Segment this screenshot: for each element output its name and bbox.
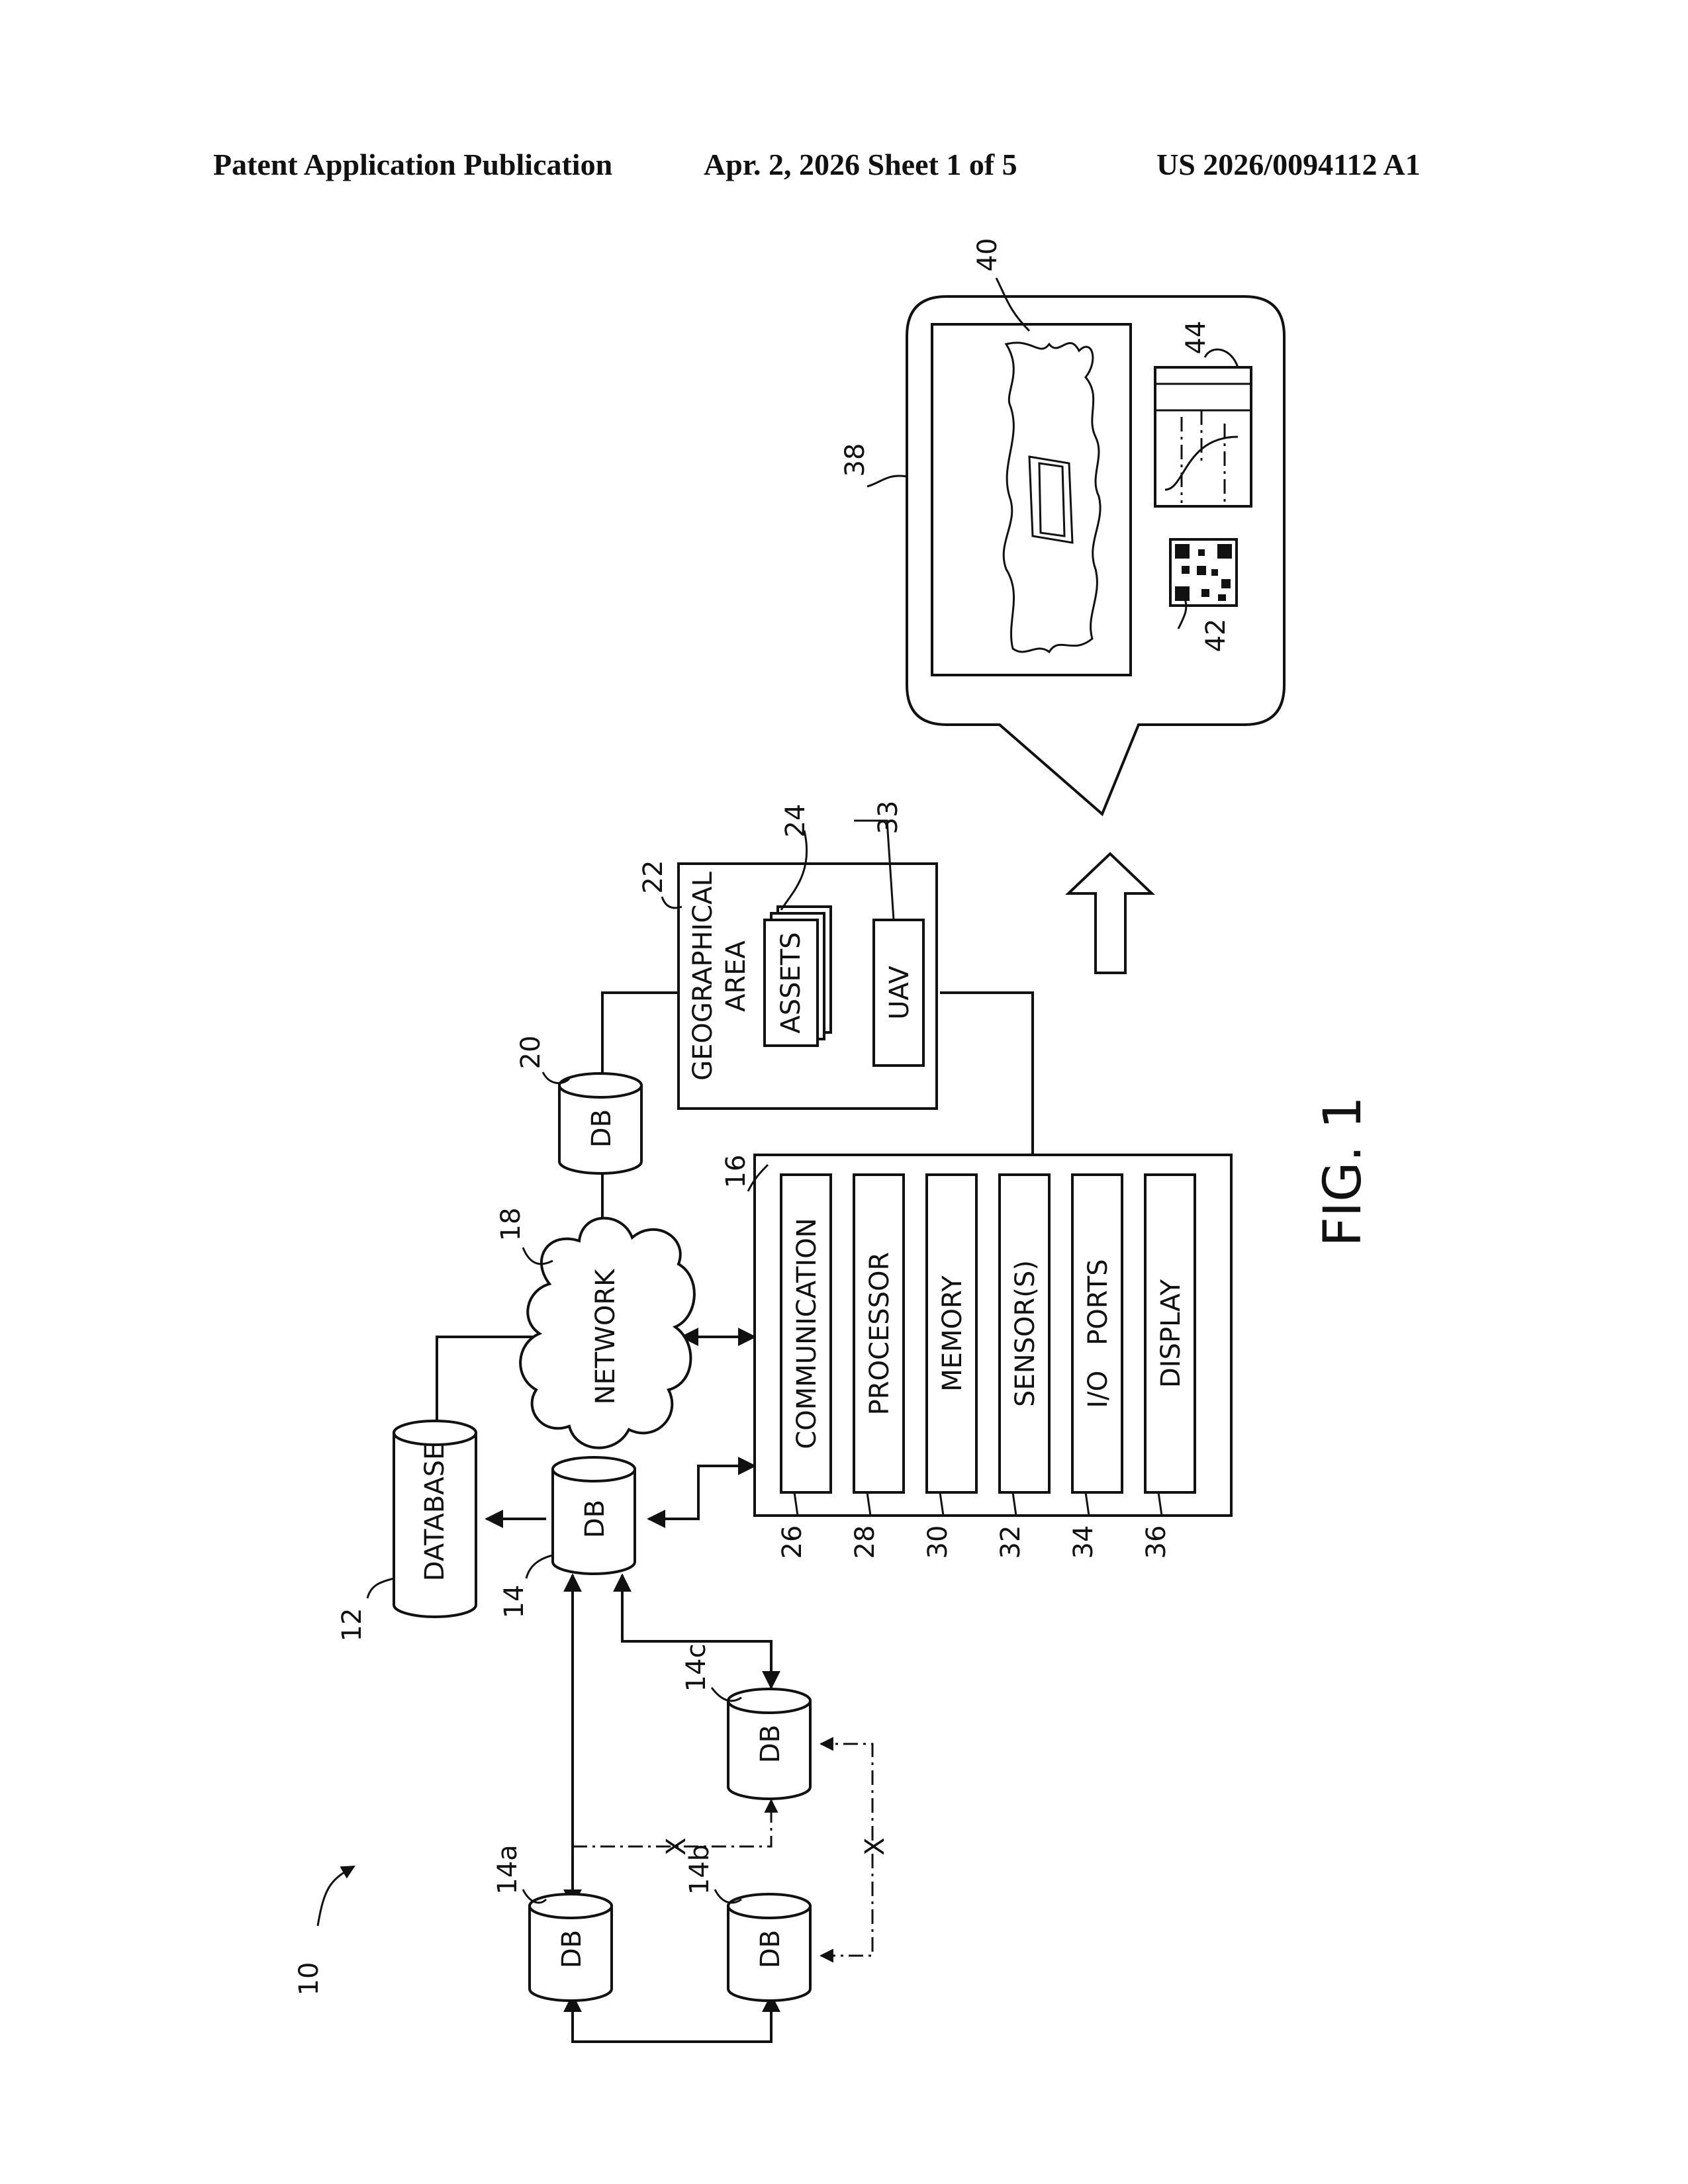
ref-32: 32 <box>996 1525 1026 1559</box>
db-14a: DB <box>530 1894 612 2001</box>
ref-38: 38 <box>840 443 870 477</box>
database-label: DATABASE <box>420 1443 450 1582</box>
io-ports-label: I/O PORTS <box>1083 1259 1113 1408</box>
ref-34: 34 <box>1068 1525 1099 1559</box>
ref-40: 40 <box>972 238 1003 272</box>
display-callout-38 <box>907 296 1284 814</box>
output-arrow <box>1068 854 1152 973</box>
network-cloud-18: NETWORK <box>520 1218 694 1448</box>
geo-label-line2: AREA <box>721 940 751 1011</box>
device-16: COMMUNICATION PROCESSOR MEMORY SENSOR(S)… <box>755 1155 1231 1516</box>
communication-label: COMMUNICATION <box>792 1218 822 1449</box>
ref-20: 20 <box>516 1036 546 1069</box>
db-label: DB <box>755 1930 786 1968</box>
chart-thumbnail-44 <box>1155 367 1251 506</box>
ref-12: 12 <box>337 1608 367 1642</box>
database-12: DATABASE <box>394 1421 476 1617</box>
ref-14b: 14b <box>684 1844 715 1895</box>
db-label: DB <box>580 1500 610 1538</box>
processor-label: PROCESSOR <box>865 1252 895 1416</box>
figure-caption: FIG. 1 <box>1313 1096 1373 1247</box>
db-20: DB <box>559 1073 641 1173</box>
network-label: NETWORK <box>590 1268 621 1404</box>
ref-22: 22 <box>638 860 669 894</box>
ref-33: 33 <box>873 801 904 835</box>
sensors-label: SENSOR(S) <box>1010 1260 1041 1407</box>
ref-26: 26 <box>777 1525 808 1559</box>
memory-label: MEMORY <box>937 1275 968 1392</box>
db-label: DB <box>557 1930 587 1968</box>
ref-44: 44 <box>1181 321 1211 355</box>
assets-label: ASSETS <box>776 932 806 1033</box>
geo-label-line1: GEOGRAPHICAL <box>688 871 718 1081</box>
uav-label: UAV <box>884 966 915 1020</box>
db-14: DB <box>553 1457 635 1574</box>
ref-24: 24 <box>780 804 811 838</box>
ref-30: 30 <box>923 1525 953 1559</box>
ref-14c: 14c <box>681 1644 712 1692</box>
ref-14a: 14a <box>492 1844 523 1894</box>
ref-36: 36 <box>1141 1525 1172 1559</box>
ref-42: 42 <box>1201 619 1231 653</box>
db-label: DB <box>755 1725 786 1763</box>
display-label: DISPLAY <box>1156 1279 1186 1388</box>
db-14b: DB <box>728 1894 810 2001</box>
qr-code-42 <box>1170 539 1237 606</box>
connection-lines <box>437 993 1033 2042</box>
blocked-link-mark: X <box>860 1837 890 1855</box>
ref-14: 14 <box>499 1585 530 1619</box>
ref-18: 18 <box>496 1208 526 1242</box>
db-label: DB <box>586 1109 617 1148</box>
ref-16: 16 <box>721 1155 751 1189</box>
ref-28: 28 <box>850 1525 880 1559</box>
ref-10: 10 <box>294 1962 324 1996</box>
geographical-area-22: GEOGRAPHICAL AREA ASSETS UAV <box>679 864 937 1109</box>
db-14c: DB <box>728 1689 810 1799</box>
